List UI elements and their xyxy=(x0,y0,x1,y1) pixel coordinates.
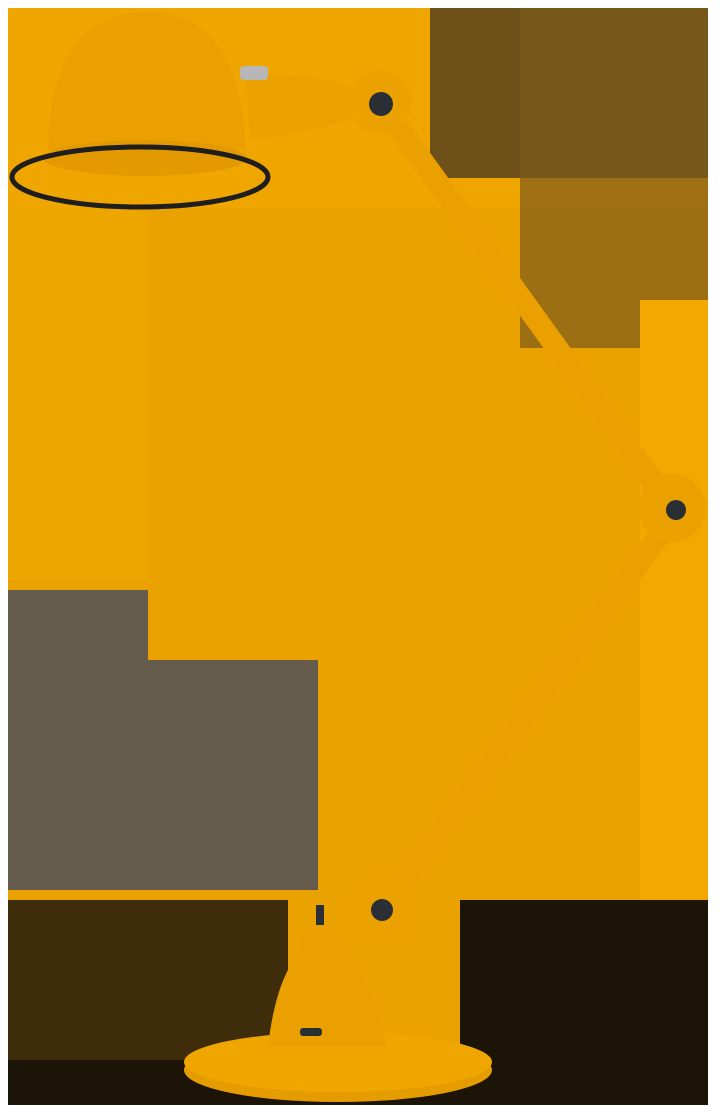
lamp-upper-arm xyxy=(348,70,706,542)
lamp-shade xyxy=(9,11,352,210)
lamp-lower-arm xyxy=(346,494,693,946)
background xyxy=(8,8,708,1105)
lamp-base xyxy=(184,905,492,1102)
